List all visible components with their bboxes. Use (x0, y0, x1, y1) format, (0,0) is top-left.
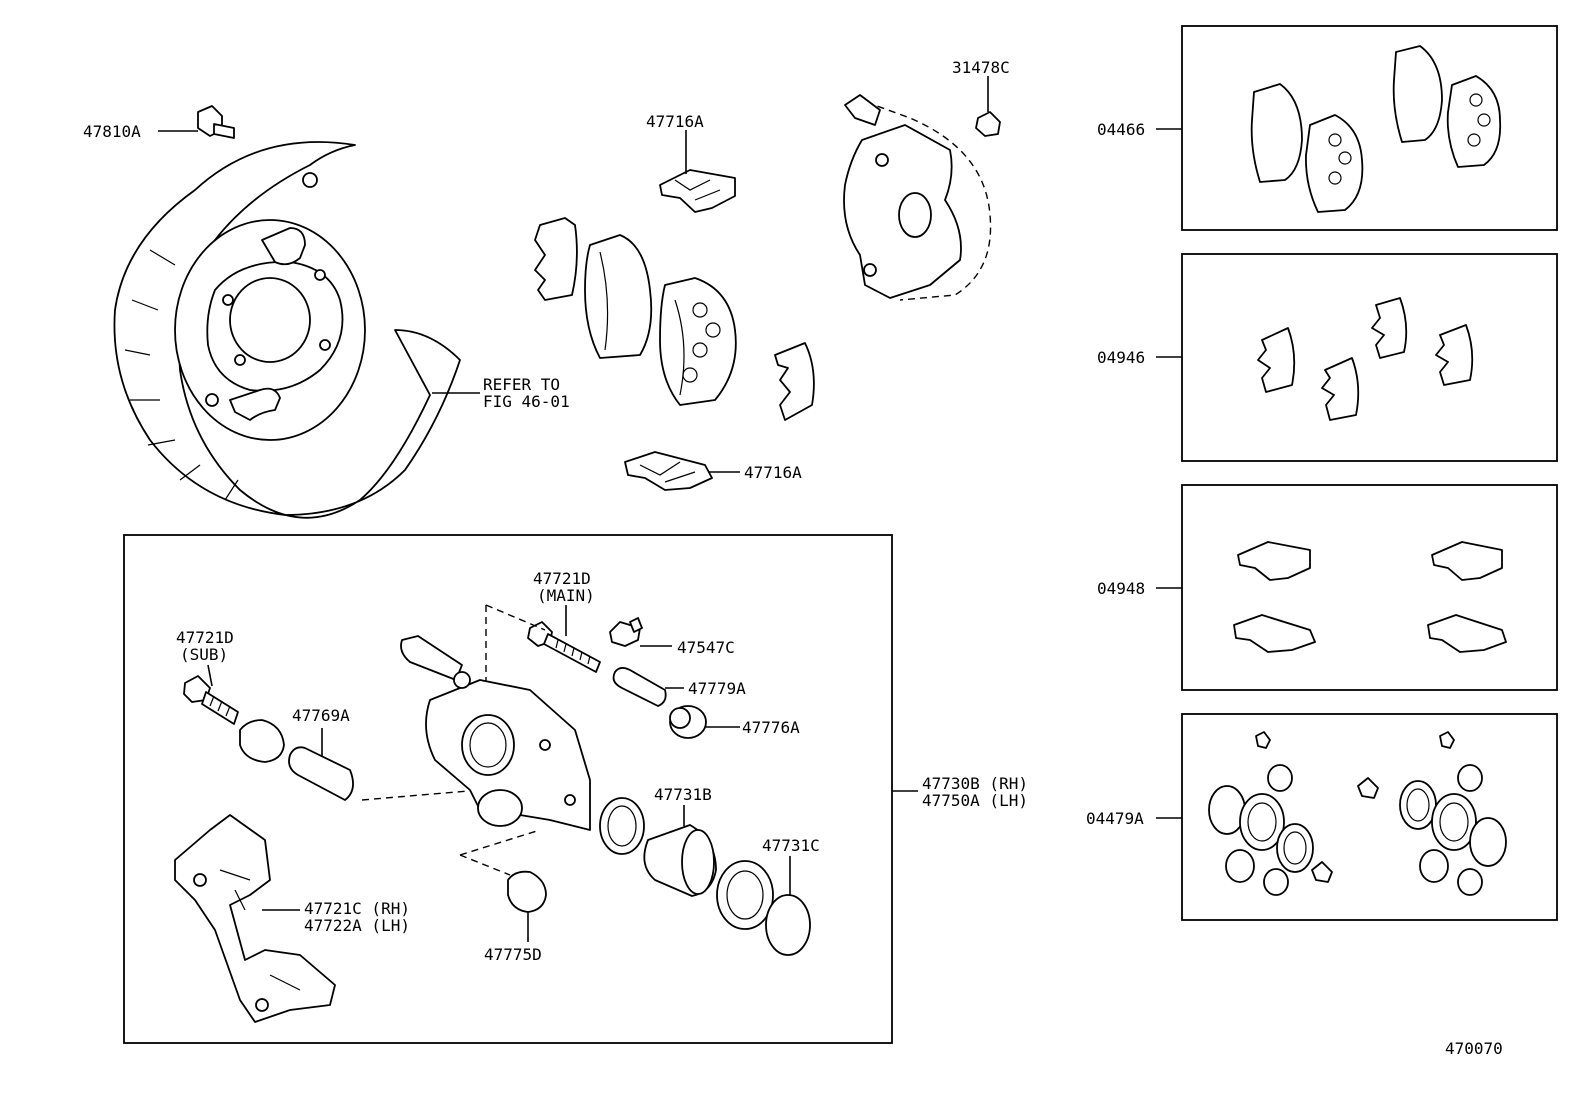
slide-pin-47779a[interactable] (612, 667, 667, 707)
piston-boot-47731c[interactable] (716, 860, 774, 930)
label-sub: (SUB) (180, 645, 228, 664)
kit-box-04466[interactable] (1181, 25, 1558, 231)
caliper-detail-box (123, 534, 893, 1044)
kit-box-04946[interactable] (1181, 253, 1558, 462)
pad-support-plate-bottom[interactable] (624, 451, 713, 491)
label-47731b: 47731B (654, 785, 712, 804)
label-47721d-main: 47721D (533, 569, 591, 588)
label-47730b: 47730B (RH) (922, 774, 1028, 793)
caliper-assembly-top[interactable] (843, 94, 992, 301)
kit-04479a-seals (1208, 731, 1507, 896)
caliper-mounting-bracket[interactable] (174, 814, 336, 1023)
kit-04946-shims (1257, 297, 1474, 421)
piston[interactable] (643, 824, 717, 897)
brake-pad-outer[interactable] (659, 277, 737, 406)
label-47750a: 47750A (LH) (922, 791, 1028, 810)
kit-04948-plates (1233, 541, 1507, 653)
label-47810a: 47810A (83, 122, 141, 141)
kit-box-04479a[interactable] (1181, 713, 1558, 921)
bleeder-plug-47547c[interactable] (609, 617, 643, 647)
kit-04466-pads (1250, 45, 1502, 213)
label-47547c: 47547C (677, 638, 735, 657)
bolt-47810a[interactable] (197, 105, 235, 139)
kit-box-04948[interactable] (1181, 484, 1558, 691)
figure-number: 470070 (1445, 1039, 1503, 1058)
label-04479a: 04479A (1086, 809, 1144, 828)
slide-pin-47769a[interactable] (288, 746, 354, 801)
label-47769a: 47769A (292, 706, 350, 725)
piston-seal-47731b[interactable] (599, 797, 645, 855)
label-47731c: 47731C (762, 836, 820, 855)
label-47721c: 47721C (RH) (304, 899, 410, 918)
bushing-sub[interactable] (239, 719, 285, 763)
label-refer-to: REFER TO (483, 375, 560, 394)
label-04948: 04948 (1097, 579, 1145, 598)
label-04466: 04466 (1097, 120, 1145, 139)
brake-pad-inner[interactable] (584, 234, 653, 359)
dust-cover-backing-plate[interactable] (113, 141, 461, 519)
label-47722a: 47722A (LH) (304, 916, 410, 935)
bushing-47775d[interactable] (507, 870, 547, 913)
bleeder-cap-31478c[interactable] (975, 111, 1001, 137)
caliper-cylinder-47730b[interactable] (400, 635, 591, 831)
label-04946: 04946 (1097, 348, 1145, 367)
label-47721d-sub: 47721D (176, 628, 234, 647)
label-refer-fig: FIG 46-01 (483, 392, 570, 411)
label-47776a: 47776A (742, 718, 800, 737)
anti-squeal-shim-left[interactable] (534, 217, 578, 301)
bolt-47721d-sub[interactable] (183, 675, 239, 725)
label-47716a-top: 47716A (646, 112, 704, 131)
pad-support-plate-top[interactable] (659, 169, 736, 213)
label-47716a-bottom: 47716A (744, 463, 802, 482)
label-main: (MAIN) (537, 586, 595, 605)
label-31478c: 31478C (952, 58, 1010, 77)
boot-47776a[interactable] (669, 705, 707, 739)
label-47775d: 47775D (484, 945, 542, 964)
bolt-47721d-main[interactable] (527, 621, 601, 673)
ring-47731c[interactable] (765, 894, 811, 956)
label-47779a: 47779A (688, 679, 746, 698)
anti-squeal-shim-right[interactable] (774, 342, 815, 421)
